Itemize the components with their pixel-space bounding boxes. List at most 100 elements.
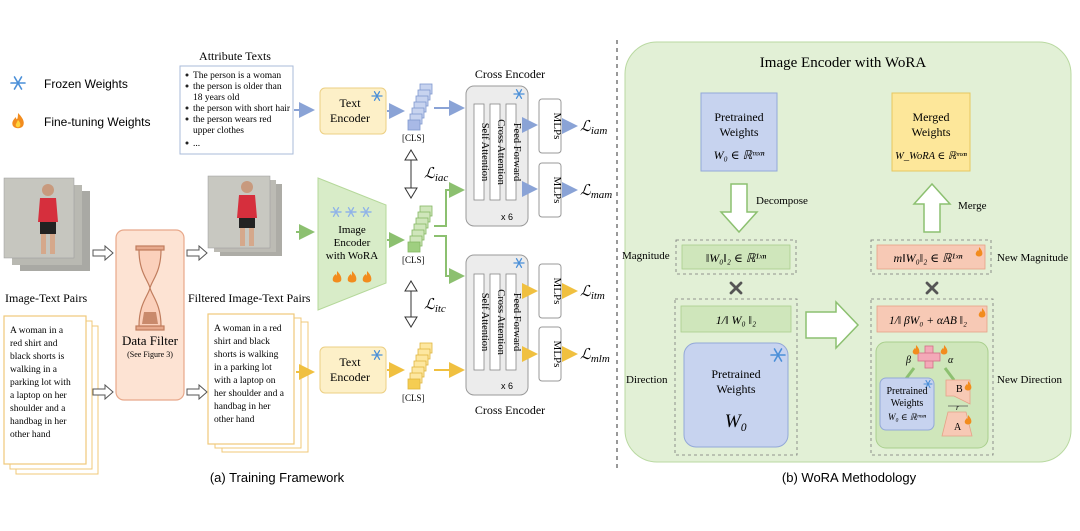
loss-iam: ℒiam — [580, 119, 607, 137]
snowflake-icon — [10, 76, 26, 90]
svg-text:‖W₀‖₂ ∈ ℝ¹ˣⁿ: ‖W₀‖₂ ∈ ℝ¹ˣⁿ — [706, 251, 766, 265]
svg-text:Merged: Merged — [912, 110, 949, 124]
caption-stack: A woman in a red shirt and black shorts … — [3, 315, 99, 475]
caption-text: A woman in a red shirt and black shorts … — [10, 326, 73, 440]
attribute-item: the person is older than — [193, 82, 282, 92]
snowflake-icon — [770, 348, 786, 362]
decompose-label: Decompose — [756, 195, 808, 207]
filtered-caption-stack: A woman in a red shirt and black shorts … — [207, 313, 309, 453]
caption-line: her shoulder and a — [214, 389, 285, 399]
caption-line: in a parking lot — [214, 363, 272, 373]
merged-weights: Merged Weights W_WoRA ∈ ℝᵐˣⁿ — [891, 92, 971, 172]
fire-icon — [978, 308, 986, 318]
svg-text:Self Attention: Self Attention — [479, 123, 490, 182]
attribute-item: upper clothes — [193, 126, 244, 136]
svg-text:B: B — [956, 384, 963, 395]
attribute-item: The person is a woman — [193, 71, 281, 81]
attribute-item: the person wears red — [193, 115, 272, 125]
attribute-title: Attribute Texts — [199, 49, 271, 63]
svg-text:Pretrained: Pretrained — [711, 367, 760, 381]
tokens-image: [CLS] — [402, 205, 433, 265]
caption-line: shoulder and a — [10, 404, 66, 414]
new-magnitude-box: m‖W₀‖₂ ∈ ℝ¹ˣⁿ — [870, 239, 992, 275]
merge-arrow — [912, 182, 952, 233]
caption-line: red shirt and — [10, 339, 58, 349]
data-filter-label: Data Filter — [122, 333, 179, 348]
fire-icon — [975, 247, 983, 257]
caption-line: shirt and black — [214, 337, 270, 347]
svg-text:Text: Text — [339, 96, 361, 110]
fire-icon — [332, 271, 372, 283]
svg-text:m‖W₀‖₂ ∈ ℝ¹ˣⁿ: m‖W₀‖₂ ∈ ℝ¹ˣⁿ — [894, 251, 963, 265]
lora-a — [941, 411, 973, 437]
svg-text:x 6: x 6 — [501, 212, 513, 222]
caption-line: with a laptop on — [214, 376, 276, 386]
data-filter-sub: (See Figure 3) — [127, 350, 173, 359]
svg-text:[CLS]: [CLS] — [402, 255, 425, 265]
svg-text:Pretrained: Pretrained — [886, 386, 927, 397]
svg-text:r: r — [956, 403, 960, 412]
svg-text:Weights: Weights — [891, 398, 924, 409]
fire-icon — [964, 415, 972, 425]
filtered-label: Filtered Image-Text Pairs — [188, 291, 311, 305]
loss-mam: ℒmam — [580, 183, 612, 201]
snowflake-icon — [513, 89, 525, 99]
svg-text:ℒitc: ℒitc — [424, 297, 446, 315]
new-magnitude-label: New Magnitude — [997, 252, 1068, 264]
cross-encoder-bottom: Self Attention Cross Attention Feed Forw… — [465, 254, 529, 396]
caption-line: black shorts is — [10, 352, 65, 362]
svg-text:α: α — [948, 355, 954, 366]
caption-a: (a) Training Framework — [210, 470, 345, 485]
person-figure — [38, 184, 58, 254]
direction-box: 1/‖ W₀ ‖₂ Pretrained Weights W₀ — [674, 298, 798, 456]
caption-b: (b) WoRA Methodology — [782, 470, 917, 485]
data-filter-box: Data Filter (See Figure 3) — [115, 229, 185, 401]
attribute-box: The person is a woman the person is olde… — [179, 65, 294, 155]
attribute-item: the person with short hair — [193, 104, 291, 114]
svg-text:with WoRA: with WoRA — [326, 250, 378, 262]
legend-finetune: Fine-tuning Weights — [44, 115, 151, 129]
wora-panel: Image Encoder with WoRA Pretrained Weigh… — [622, 41, 1072, 463]
caption-line: other hand — [214, 415, 255, 425]
caption-line: A woman in a red — [214, 324, 282, 334]
attribute-item: 18 years old — [193, 93, 240, 103]
legend: Frozen Weights Fine-tuning Weights — [10, 76, 151, 129]
text-encoder-bottom: Text Encoder — [319, 346, 387, 394]
text-encoder-top: Text Encoder — [319, 87, 387, 135]
fire-icon — [912, 345, 920, 355]
magnitude-label: Magnitude — [622, 250, 670, 262]
fire-icon — [964, 381, 972, 391]
caption-line: other hand — [10, 430, 51, 440]
open-arrows-out — [186, 244, 208, 401]
svg-text:Feed Forward: Feed Forward — [511, 293, 522, 352]
merge-label: Merge — [958, 200, 987, 212]
attribute-item: ... — [193, 139, 200, 149]
svg-text:Weights: Weights — [719, 125, 758, 139]
svg-text:Self Attention: Self Attention — [479, 293, 490, 352]
cross-encoder-title-top: Cross Encoder — [475, 67, 545, 81]
svg-text:A: A — [954, 422, 962, 433]
snowflake-icon — [371, 91, 383, 101]
svg-text:1/‖ W₀ ‖₂: 1/‖ W₀ ‖₂ — [716, 313, 756, 327]
svg-text:W₀ ∈ ℝᵐˣⁿ: W₀ ∈ ℝᵐˣⁿ — [714, 148, 765, 162]
tokens-attribute: [CLS] — [402, 83, 433, 143]
mlp-boxes: MLPs MLPs MLPs MLPs — [538, 98, 563, 382]
caption-line: shorts is walking — [214, 350, 279, 360]
cross-encoder-top: Self Attention Cross Attention Feed Forw… — [465, 85, 529, 227]
caption-line: a laptop on her — [10, 391, 68, 401]
svg-text:Feed Forward: Feed Forward — [511, 123, 522, 182]
svg-text:MLPs: MLPs — [551, 278, 563, 305]
svg-text:[CLS]: [CLS] — [402, 393, 425, 403]
svg-text:[CLS]: [CLS] — [402, 133, 425, 143]
svg-text:MLPs: MLPs — [551, 341, 563, 368]
svg-text:x 6: x 6 — [501, 381, 513, 391]
pretrained-weights-top: Pretrained Weights W₀ ∈ ℝᵐˣⁿ — [700, 92, 778, 172]
svg-text:Weights: Weights — [911, 125, 950, 139]
new-direction-box: 1/‖ βW₀ + αAB ‖₂ β α Pretrained Weights … — [870, 298, 994, 456]
cross-encoder-title-bottom: Cross Encoder — [475, 403, 545, 417]
svg-text:W_WoRA ∈ ℝᵐˣⁿ: W_WoRA ∈ ℝᵐˣⁿ — [895, 151, 967, 162]
direction-label: Direction — [626, 374, 668, 386]
pairs-label: Image-Text Pairs — [5, 291, 87, 305]
svg-text:Image: Image — [338, 224, 366, 236]
snowflake-icon — [513, 258, 525, 268]
